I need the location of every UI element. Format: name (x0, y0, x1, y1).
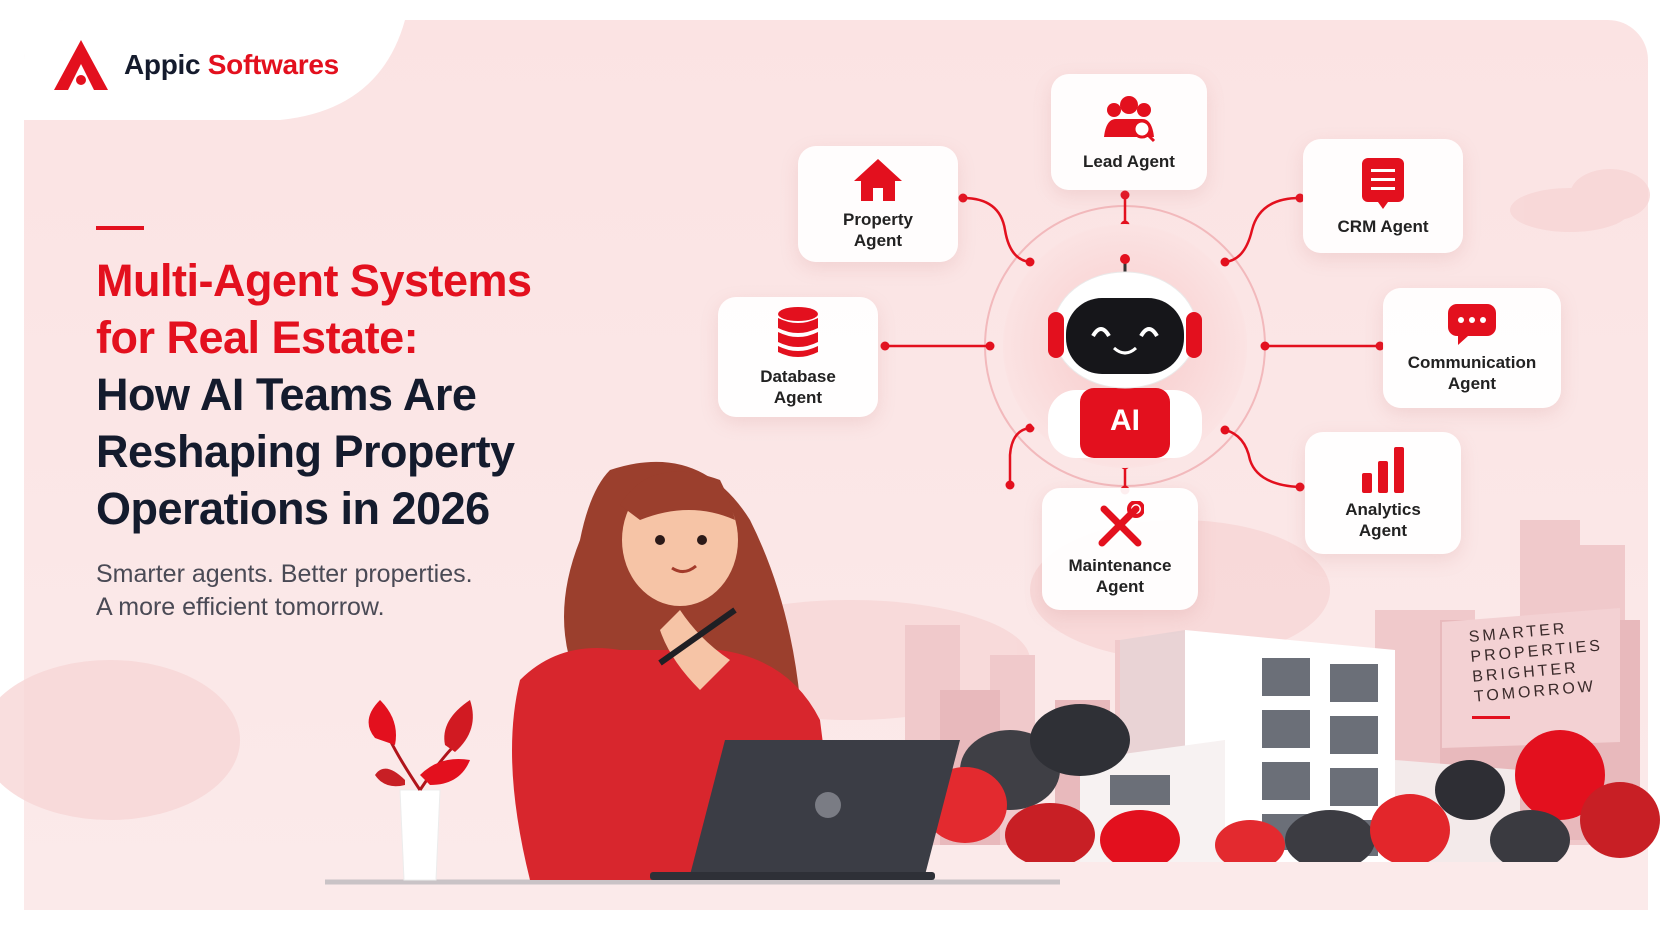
house-icon (854, 159, 902, 201)
agent-label: CRM Agent (1337, 216, 1429, 236)
chat-bubble-icon (1448, 304, 1496, 345)
billboard-panel (1442, 608, 1620, 748)
agent-label-line: Database (760, 367, 836, 386)
laptop (650, 740, 960, 880)
agent-label-line: Agent (1358, 521, 1408, 540)
brand-name: Appic Softwares (124, 49, 339, 81)
billboard-text: SMARTER PROPERTIES BRIGHTER TOMORROW (1468, 616, 1607, 707)
brand-logo-icon (54, 40, 108, 90)
trees (923, 704, 1660, 870)
title-line: How AI Teams Are (96, 369, 477, 420)
agent-label-line: Communication (1407, 353, 1537, 372)
title-line: Multi-Agent Systems (96, 255, 532, 306)
brand-logo[interactable]: Appic Softwares (48, 36, 339, 94)
agent-label-line: Agent (1095, 577, 1145, 596)
document-icon (1362, 157, 1404, 209)
page-title: Multi-Agent Systems for Real Estate: How… (96, 252, 532, 537)
title-line: Operations in 2026 (96, 483, 490, 534)
subtitle-line: Smarter agents. Better properties. (96, 560, 473, 588)
agent-label-line: Agent (773, 388, 823, 407)
database-icon (778, 307, 818, 357)
agent-label-line: Analytics (1345, 500, 1421, 519)
billboard-underline (1472, 716, 1510, 719)
ai-robot (1003, 224, 1247, 468)
logo-corner (24, 20, 405, 120)
title-line: Reshaping Property (96, 426, 515, 477)
agent-label: Lead Agent (1083, 151, 1175, 171)
tools-icon (1098, 501, 1144, 547)
brand-name-part2: Softwares (207, 49, 339, 80)
lead-agent-card[interactable]: Lead Agent (1051, 74, 1207, 190)
people-search-icon (1104, 95, 1156, 142)
subtitle-line: A more efficient tomorrow. (96, 593, 385, 621)
title-accent-bar (96, 226, 144, 230)
agent-label-line: Maintenance (1068, 556, 1172, 575)
crm-agent-card[interactable]: CRM Agent (1303, 139, 1463, 253)
bar-chart-icon (1362, 447, 1404, 493)
agent-label-line: Agent (1447, 374, 1497, 393)
agent-label-line: Property (843, 210, 913, 229)
title-line: for Real Estate: (96, 312, 419, 363)
plant (368, 700, 473, 881)
ai-badge: AI (1110, 404, 1140, 437)
subtitle: Smarter agents. Better properties. A mor… (96, 558, 473, 624)
brand-name-part1: Appic (124, 49, 201, 80)
agent-label-line: Agent (853, 231, 903, 250)
